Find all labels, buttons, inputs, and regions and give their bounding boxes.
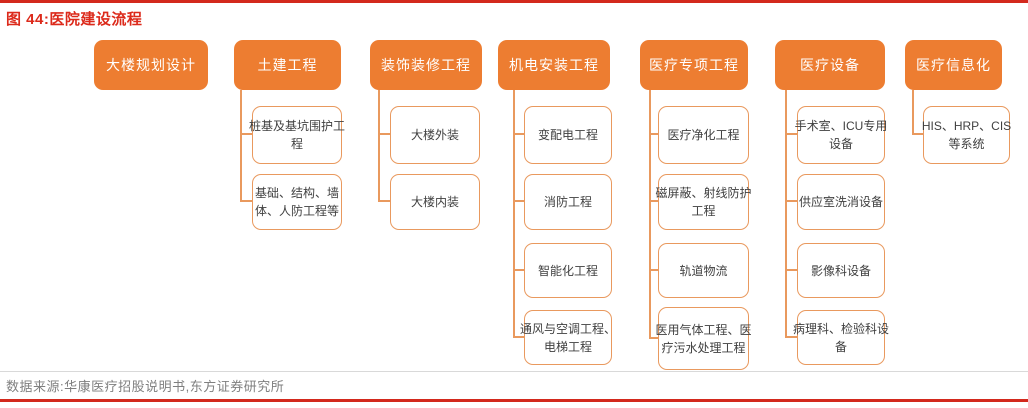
stage-box-civil: 土建工程	[234, 40, 341, 90]
stage-box-mep: 机电安装工程	[498, 40, 610, 90]
top-rule	[0, 0, 1028, 3]
task-label: 医疗净化工程	[667, 128, 740, 142]
task-box: 通风与空调工程、电梯工程	[520, 310, 616, 365]
footer-divider	[0, 371, 1028, 372]
connector-vline-medical-equipment	[785, 90, 787, 337]
task-box: 桩基及基坑围护工程	[249, 106, 345, 164]
connector-vline-mep	[513, 90, 515, 337]
connector-vline-decoration	[378, 90, 380, 202]
task-label: 病理科、检验科设备	[792, 321, 889, 354]
task-label: 轨道物流	[679, 263, 728, 278]
connector-stub	[240, 200, 252, 202]
task-box: 手术室、ICU专用设备	[795, 106, 887, 164]
task-box: 医用气体工程、医疗污水处理工程	[655, 307, 752, 370]
connector-stub	[649, 200, 658, 202]
connector-stub	[378, 200, 390, 202]
task-box: 基础、结构、墙体、人防工程等	[252, 174, 342, 230]
connector-vline-civil	[240, 90, 242, 202]
task-box: 影像科设备	[797, 243, 885, 298]
connector-stub	[785, 200, 797, 202]
task-label: 桩基及基坑围护工程	[248, 119, 345, 151]
figure-title: 图 44:医院建设流程	[6, 11, 143, 28]
task-label: 影像科设备	[810, 263, 871, 278]
connector-stub	[378, 133, 390, 135]
task-box: 消防工程	[524, 174, 612, 230]
task-label: 通风与空调工程、电梯工程	[519, 321, 616, 354]
task-box: 医疗净化工程	[658, 106, 749, 164]
connector-stub	[785, 269, 797, 271]
stage-box-medical-equipment: 医疗设备	[775, 40, 885, 90]
task-box: 病理科、检验科设备	[793, 310, 889, 365]
connector-stub	[240, 133, 252, 135]
connector-stub	[649, 337, 658, 339]
connector-stub	[785, 336, 797, 338]
connector-stub	[649, 133, 658, 135]
task-label: 磁屏蔽、射线防护工程	[655, 186, 752, 218]
task-label: 手术室、ICU专用设备	[794, 119, 888, 151]
stage-box-medical-it: 医疗信息化	[905, 40, 1002, 90]
task-label: 消防工程	[543, 195, 592, 209]
task-label: 大楼外装	[410, 128, 459, 142]
stage-box-medical-special: 医疗专项工程	[640, 40, 748, 90]
task-label: HIS、HRP、CIS等系统	[921, 119, 1012, 151]
connector-stub	[785, 133, 797, 135]
data-source-note: 数据来源:华康医疗招股说明书,东方证券研究所	[6, 379, 285, 394]
task-label: 供应室洗消设备	[798, 195, 883, 209]
connector-stub	[513, 133, 524, 135]
task-box: 大楼内装	[390, 174, 480, 230]
task-label: 基础、结构、墙体、人防工程等	[254, 186, 339, 218]
connector-stub	[649, 269, 658, 271]
task-box: 变配电工程	[524, 106, 612, 164]
task-box: 磁屏蔽、射线防护工程	[655, 174, 752, 230]
bottom-rule	[0, 399, 1028, 402]
task-box: 智能化工程	[524, 243, 612, 298]
task-box: 大楼外装	[390, 106, 480, 164]
connector-stub	[912, 133, 923, 135]
task-box: 轨道物流	[658, 243, 749, 298]
connector-vline-medical-it	[912, 90, 914, 135]
task-label: 智能化工程	[537, 263, 598, 278]
task-label: 变配电工程	[537, 128, 598, 142]
task-box: 供应室洗消设备	[797, 174, 885, 230]
connector-stub	[513, 336, 524, 338]
task-box: HIS、HRP、CIS等系统	[921, 106, 1012, 164]
connector-stub	[513, 269, 524, 271]
stage-box-planning: 大楼规划设计	[94, 40, 208, 90]
task-label: 医用气体工程、医疗污水处理工程	[655, 322, 752, 355]
connector-vline-medical-special	[649, 90, 651, 337]
connector-stub	[513, 200, 524, 202]
stage-box-decoration: 装饰装修工程	[370, 40, 482, 90]
task-label: 大楼内装	[410, 195, 459, 209]
